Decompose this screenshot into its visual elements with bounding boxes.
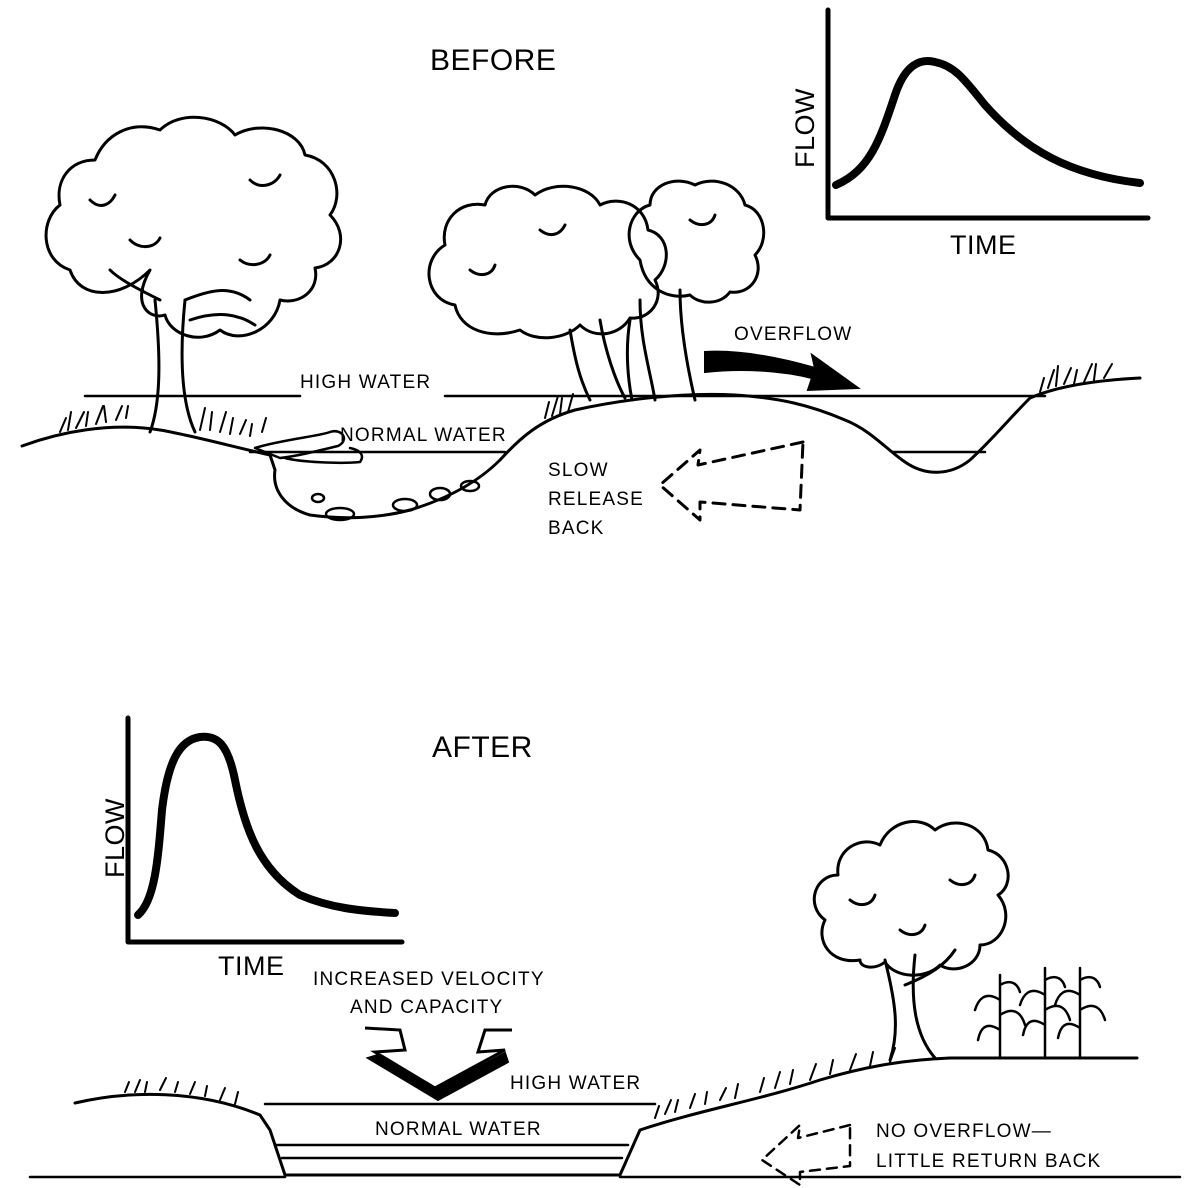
after-no-overflow-arrow: [760, 1123, 852, 1187]
before-graph-axes: [825, 7, 1151, 221]
after-velocity-arrow-shadow: [365, 1051, 510, 1102]
after-title: AFTER: [432, 731, 533, 764]
before-rocks: [310, 479, 481, 522]
before-panel: [20, 7, 1151, 522]
before-tree-cluster: [427, 179, 766, 402]
before-ground: [20, 376, 1142, 520]
before-graph-x-label: TIME: [950, 230, 1017, 260]
before-normal-water-label: NORMAL WATER: [340, 425, 507, 446]
after-corn: [973, 966, 1107, 1060]
after-and-capacity-label: AND CAPACITY: [350, 997, 504, 1018]
after-panel: [28, 715, 1182, 1187]
before-log: [253, 429, 364, 465]
after-no-overflow-label: NO OVERFLOW—: [876, 1121, 1052, 1142]
before-high-water-label: HIGH WATER: [300, 372, 432, 393]
after-increased-velocity-label: INCREASED VELOCITY: [313, 969, 545, 990]
after-normal-water-line: [273, 1143, 630, 1160]
after-velocity-arrow: [364, 1026, 512, 1090]
after-graph-curve: [134, 732, 399, 919]
after-little-return-label: LITTLE RETURN BACK: [876, 1151, 1102, 1172]
after-hydrograph: [125, 715, 405, 945]
before-graph-y-label: FLOW: [790, 88, 820, 168]
after-high-water-label: HIGH WATER: [510, 1073, 642, 1094]
after-graph-axes: [125, 715, 405, 945]
before-hydrograph: [825, 7, 1151, 221]
after-graph-y-label: FLOW: [100, 798, 130, 878]
after-normal-water-label: NORMAL WATER: [375, 1119, 542, 1140]
after-grass: [124, 1047, 896, 1119]
before-back-label: BACK: [548, 518, 605, 539]
after-ground: [73, 1056, 1139, 1177]
before-slow-label: SLOW: [548, 460, 609, 481]
before-grass: [59, 363, 1113, 437]
before-overflow-label: OVERFLOW: [734, 324, 853, 345]
after-tree: [812, 820, 1010, 1062]
before-title: BEFORE: [430, 44, 557, 77]
before-release-label: RELEASE: [548, 489, 645, 510]
before-overflow-arrow: [704, 350, 861, 392]
before-slow-release-arrow: [658, 440, 805, 522]
before-graph-curve: [832, 57, 1144, 189]
after-graph-x-label: TIME: [218, 951, 285, 981]
before-tree-left: [44, 115, 343, 434]
